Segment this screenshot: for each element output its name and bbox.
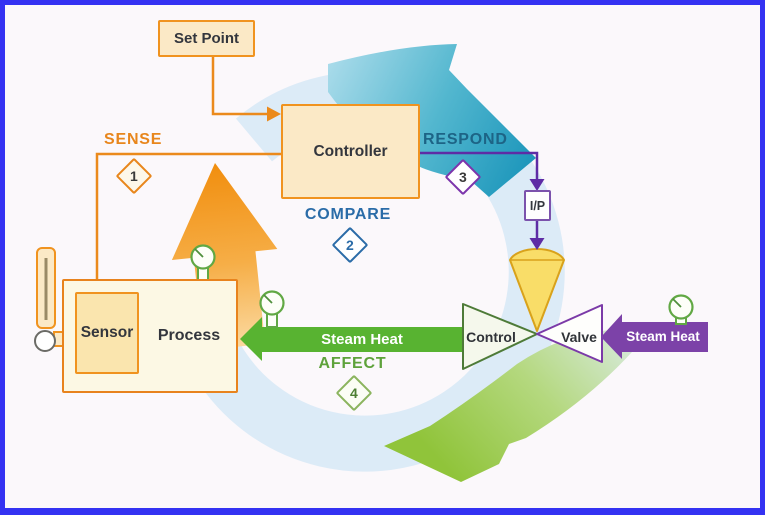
ip-converter-box: I/P <box>524 190 551 221</box>
ip-to-valve-arrowhead-icon <box>529 238 545 250</box>
sense-arrow <box>171 163 278 351</box>
steam-in-gauge-icon <box>668 294 694 325</box>
affect-arrow <box>384 330 632 482</box>
valve-body-right <box>536 304 603 363</box>
step-1-number: 1 <box>130 167 138 184</box>
respond-connector <box>420 151 539 239</box>
step-2-number: 2 <box>346 236 354 253</box>
steam-in-arrow <box>601 314 708 359</box>
controller-box: Controller <box>281 104 420 199</box>
respond-arrow <box>328 44 536 197</box>
steam-out-arrow <box>240 317 462 361</box>
sense-step-label: SENSE <box>104 131 163 148</box>
setpoint-connector <box>95 57 281 294</box>
process-gauge-icon <box>190 244 216 281</box>
compare-step-label: COMPARE <box>304 206 392 223</box>
affect-step-label: AFFECT <box>318 355 387 372</box>
step-3-number: 3 <box>459 168 467 185</box>
sensor-label: Sensor <box>80 324 134 341</box>
valve-control-label: Control <box>466 329 516 345</box>
respond-step-label: RESPOND <box>423 131 508 148</box>
controller-label: Controller <box>313 142 388 160</box>
sensor-box: Sensor <box>75 292 139 374</box>
valve-body-left <box>462 303 538 370</box>
controller-to-ip-arrowhead-icon <box>529 179 545 191</box>
steam-out-gauge-icon <box>259 290 285 328</box>
set-point-label: Set Point <box>173 30 239 47</box>
steam-heat-in-label: Steam Heat <box>626 329 700 344</box>
valve-actuator-cone-icon <box>509 248 565 332</box>
setpoint-arrowhead-icon <box>267 106 281 122</box>
thermometer-icon <box>34 247 78 352</box>
step-4-number: 4 <box>350 384 358 401</box>
steam-heat-out-label: Steam Heat <box>321 331 403 348</box>
process-label: Process <box>157 327 221 344</box>
set-point-box: Set Point <box>158 20 255 57</box>
process-box: Sensor Process <box>62 279 238 393</box>
valve-valve-label: Valve <box>561 329 597 345</box>
sense-connector <box>95 152 281 294</box>
ip-converter-label: I/P <box>529 198 546 213</box>
